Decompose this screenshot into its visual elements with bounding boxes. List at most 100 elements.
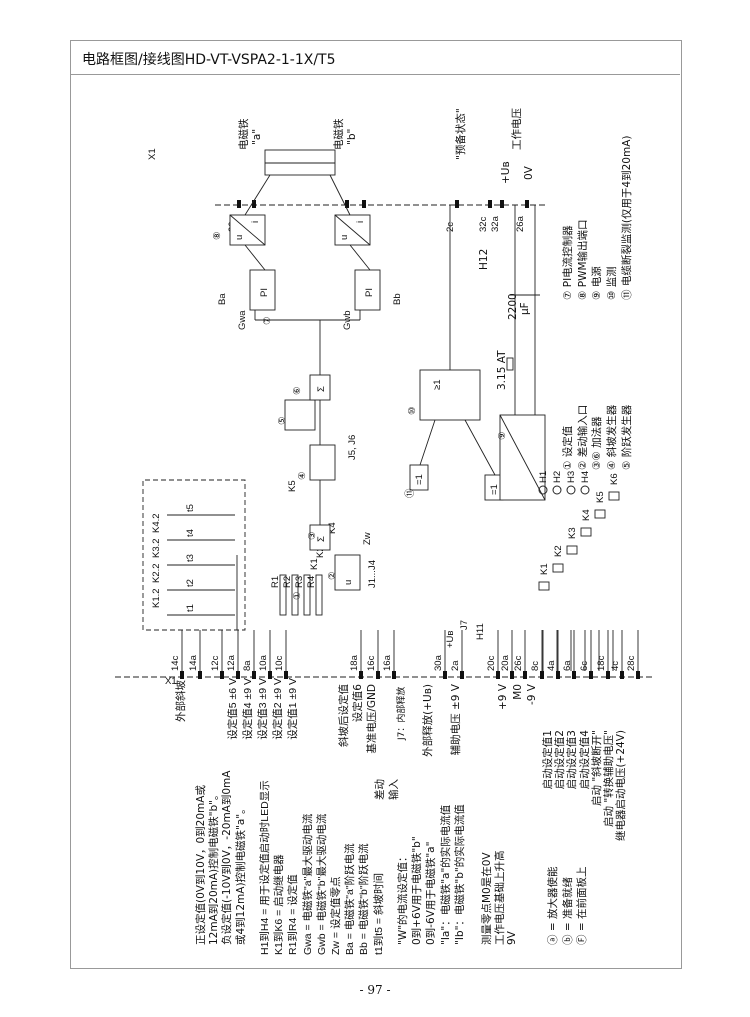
abbrev-line: Gwa = 电磁铁"a"最大驱动电流 (301, 813, 314, 955)
label-h11: H11 (475, 623, 486, 640)
label-j1j4: J1...J4 (367, 560, 378, 588)
label-bb: Bb (392, 293, 403, 305)
terminal-label: 32a (490, 215, 501, 232)
wire (464, 419, 496, 476)
differential-input-2 (334, 554, 361, 591)
terminal-label: 14c (170, 655, 181, 671)
led-indicator (538, 485, 548, 495)
resistor-R1 (279, 574, 287, 616)
terminal-label: 28c (626, 655, 637, 671)
terminal-strip-label: X1 (165, 676, 177, 687)
terminal-label: 20a (500, 654, 511, 671)
resistor-R3 (303, 574, 311, 616)
label-setpoint-5: 设定值5 ±6 V (227, 678, 239, 740)
led-indicator (580, 485, 590, 495)
terminal (556, 671, 560, 679)
label-aux-voltage: 辅助电压 ±9 V (450, 684, 462, 756)
label-u: u (339, 235, 350, 240)
label-k5: K5 (287, 480, 298, 492)
label-R3: R3 (294, 576, 305, 588)
relay-contact-label: K2 (315, 546, 326, 558)
component-item: ⑦ PI电流控制器 (562, 225, 574, 300)
terminal-label: 6c (579, 661, 590, 671)
component-item: ③⑥ 加法器 (591, 416, 604, 470)
circled-number-8: ⑧ (212, 231, 223, 240)
fuse (506, 357, 514, 371)
sigma: Σ (316, 536, 327, 542)
legend-line: ⓐ = 放大器使能 (547, 866, 559, 945)
label-i: i (355, 221, 366, 223)
terminal (455, 200, 459, 208)
label-gwa: Gwa (237, 310, 248, 330)
label-R4: R4 (306, 576, 317, 588)
abbrev-line: Bb = 电磁铁"b"阶跃电流 (358, 843, 371, 955)
component-item: ④ 斜坡发生器 (606, 404, 619, 470)
terminal (284, 671, 288, 679)
led-label: H4 (580, 471, 591, 483)
wire (329, 174, 351, 216)
circled-number-9: ⑨ (497, 431, 508, 440)
label-input: 输入 (388, 779, 400, 800)
relay-contact-label-K12: K1.2 (151, 588, 162, 608)
label-supply: -9 V (526, 684, 538, 705)
label-pi: PI (364, 288, 375, 297)
terminal-label: 26c (513, 655, 524, 671)
terminal (236, 671, 240, 679)
label-setpoint6: 设定值6 (352, 684, 364, 723)
label-pi: PI (259, 288, 270, 297)
label-eq1: =1 (414, 474, 425, 485)
cable-break-11 (409, 464, 429, 491)
terminal (488, 200, 492, 208)
circled-number-11: ⑪ (405, 488, 416, 498)
relay-label: K4 (581, 509, 592, 521)
label-setpoint-4: 设定值4 ±9 V (242, 678, 254, 740)
legend-line: ⓑ = 准备就绪 (561, 877, 574, 945)
label-start-input: 继电器启动电压(+24V) (615, 730, 628, 842)
pi-controller-b (354, 269, 381, 311)
label-u: u (234, 235, 245, 240)
circled-number-7: ⑦ (262, 316, 273, 325)
label-start-input: 启动 "斜坡断开" (590, 730, 603, 806)
wire (244, 244, 266, 271)
solenoid-coils (264, 149, 336, 176)
terminal-label: 16a (382, 654, 393, 671)
terminal (443, 671, 447, 679)
label-u: u (343, 580, 354, 585)
pi-controller-a (249, 269, 276, 311)
terminal-label: 18a (349, 654, 360, 671)
terminal-label: 32c (478, 216, 489, 232)
wire (349, 244, 371, 271)
abbrev-line: H1到H4 = 用于设定值启动时LED显示 (259, 780, 271, 955)
relay-contact-label: K4 (327, 522, 338, 534)
terminal (572, 671, 576, 679)
wire (419, 419, 436, 466)
led-indicator (566, 485, 576, 495)
wire (334, 214, 371, 246)
note-setpoint-1: 正设定值(0V到10V，0到20mA或 (195, 785, 207, 945)
label-ba: Ba (217, 293, 228, 305)
component-item: ⑪ 电缆断裂监测(仅用于4到20mA) (620, 135, 633, 300)
note-setpoint-3: 负设定值(-10V到0V，-20mA到0mA (221, 770, 233, 945)
current-note-line: 0到+6V用于电磁铁"b" (411, 836, 424, 945)
abbrev-line: K1到K6 = 启动继电器 (273, 854, 286, 955)
terminal-label: 8c (530, 661, 541, 671)
terminal-label: 8a (242, 660, 253, 671)
monitor-10 (419, 369, 481, 421)
label-ge1: ≥1 (432, 380, 443, 391)
terminal (636, 671, 640, 679)
component-item: ⑤ 阶跃发生器 (620, 404, 633, 470)
relay-label: K2 (553, 545, 564, 557)
terminal (496, 671, 500, 679)
relay-contact-label-K42: K4.2 (151, 513, 162, 533)
relay-coil (608, 491, 620, 501)
terminal-label: 2c (445, 222, 456, 232)
relay-contact-label-K22: K2.2 (151, 563, 162, 583)
note-setpoint-4: 或4到12mA)控制电磁铁"a"。 (235, 803, 247, 945)
label-ready-state: "预备状态" (455, 108, 467, 160)
terminal-strip-label: X1 (147, 148, 158, 160)
terminal-label: 12a (226, 654, 237, 671)
label-0v: 0V (523, 166, 535, 180)
terminal (525, 200, 529, 208)
